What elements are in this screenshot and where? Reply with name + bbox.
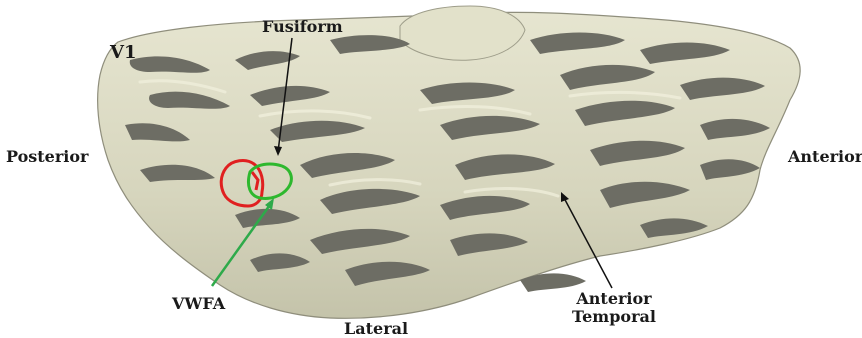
label-fusiform: Fusiform: [262, 18, 343, 36]
label-vwfa: VWFA: [172, 295, 225, 313]
label-lateral: Lateral: [344, 320, 408, 338]
label-anterior-temporal: Anterior Temporal: [566, 290, 662, 326]
label-anterior: Anterior: [788, 148, 862, 166]
label-posterior: Posterior: [6, 148, 88, 166]
label-anterior-temporal-line1: Anterior: [566, 290, 662, 308]
label-v1: V1: [110, 44, 137, 62]
label-anterior-temporal-line2: Temporal: [566, 308, 662, 326]
